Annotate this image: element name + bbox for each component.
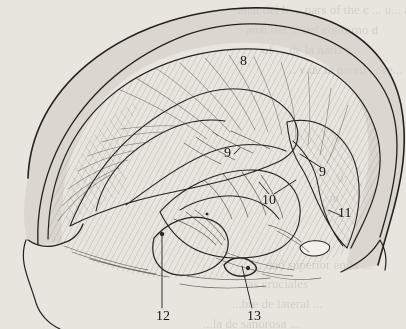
label-13: 13 xyxy=(247,310,261,324)
label-12: 12 xyxy=(156,310,170,324)
small-center-foramen xyxy=(206,213,209,216)
label-11: 11 xyxy=(338,207,351,221)
small-left-foramen xyxy=(160,232,164,236)
label-10: 10 xyxy=(262,194,276,208)
label-9-right: 9 xyxy=(319,166,326,180)
label-9-left: 9 xyxy=(224,147,231,161)
lower-left-fracture-edge xyxy=(23,240,60,329)
label-8: 8 xyxy=(240,55,247,69)
small-right-foramen xyxy=(246,266,250,270)
